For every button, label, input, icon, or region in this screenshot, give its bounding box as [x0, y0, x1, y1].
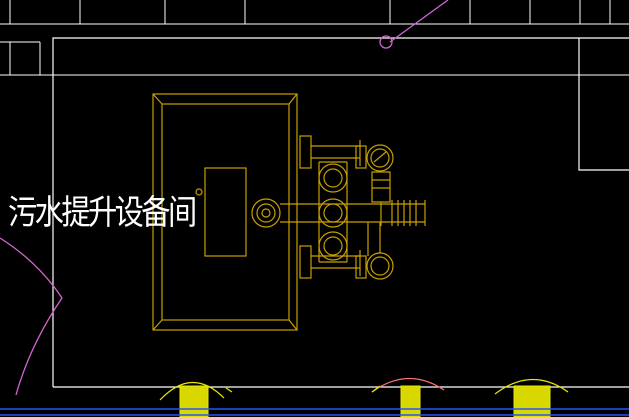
door-swing-arc: [0, 0, 449, 396]
sewage-tank: [152, 93, 298, 331]
pump-pipe-assembly: [251, 135, 426, 280]
bottom-pipe-lines: [0, 408, 629, 416]
top-wall-lines: [0, 0, 629, 76]
bottom-columns: [179, 385, 551, 417]
room-label: 污水提升设备间: [8, 193, 197, 233]
column-swing-arcs: [159, 377, 569, 401]
node-circle-icon: [379, 35, 393, 49]
